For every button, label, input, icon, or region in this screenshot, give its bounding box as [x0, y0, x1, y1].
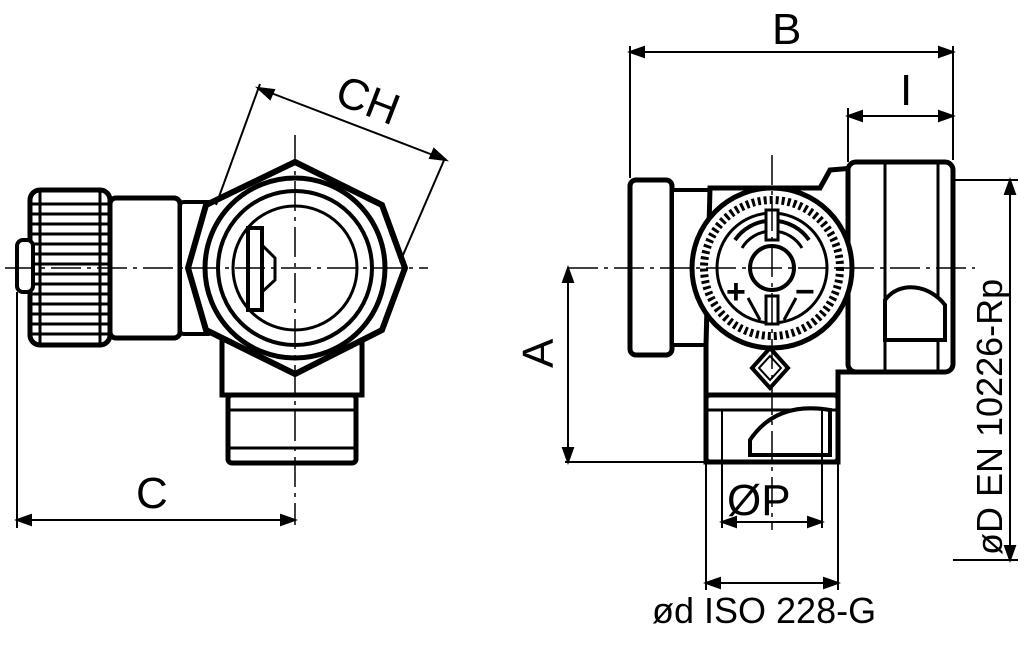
side-view: CH C — [5, 66, 449, 528]
knurled-knob — [15, 187, 113, 348]
dimension-od-iso — [703, 462, 841, 590]
front-view-centerlines — [568, 155, 975, 530]
label-b: B — [772, 5, 801, 54]
dimension-ch — [215, 83, 449, 263]
dimension-i — [845, 108, 956, 162]
dimension-od-en — [953, 177, 1018, 563]
diamond-marker — [749, 345, 791, 391]
dimension-a — [561, 265, 706, 465]
label-a: A — [514, 338, 563, 368]
dimension-op — [719, 410, 825, 529]
label-ch: CH — [329, 66, 406, 135]
label-op: ØP — [727, 476, 791, 525]
right-socket — [845, 159, 956, 375]
front-view: + − B I — [514, 5, 1018, 631]
label-od-iso: ød ISO 228-G — [652, 590, 876, 631]
dimension-b — [627, 45, 956, 178]
side-view-centerlines — [5, 135, 428, 525]
label-od-en: øD EN 10226-Rp — [969, 279, 1010, 555]
dimension-c — [14, 292, 298, 528]
label-c: C — [136, 469, 168, 518]
dial-plus-mark: + — [726, 273, 746, 311]
dial-minus-mark: − — [795, 273, 815, 311]
label-i: I — [900, 66, 912, 115]
